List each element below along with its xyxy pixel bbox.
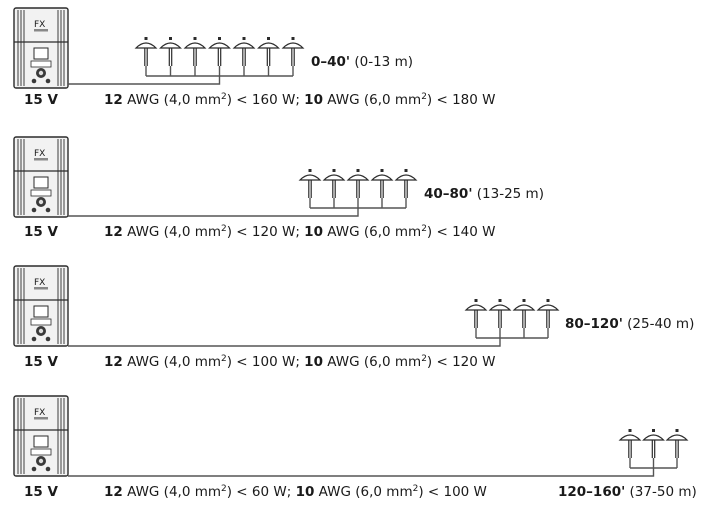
awg-10-limit: ) < 140 W <box>427 224 496 240</box>
superscript: 2 <box>421 354 427 364</box>
distance-feet: 120–160' <box>558 484 625 500</box>
path-light-icon <box>665 429 689 458</box>
transformer-icon: FX <box>13 265 69 347</box>
awg-12-text: AWG (4,0 mm <box>123 92 221 108</box>
awg-12-value: 12 <box>104 224 123 240</box>
voltage-label: 15 V <box>24 354 58 370</box>
path-light-icon <box>488 299 512 328</box>
fx-logo: FX <box>34 278 45 288</box>
awg-12-limit: ) < 100 W; <box>227 354 304 370</box>
path-light-icon <box>257 37 280 66</box>
voltage-label: 15 V <box>24 92 58 108</box>
superscript: 2 <box>221 92 227 102</box>
superscript: 2 <box>421 224 427 234</box>
superscript: 2 <box>221 354 227 364</box>
awg-10-limit: ) < 180 W <box>427 92 496 108</box>
path-light-icon <box>464 299 488 328</box>
distance-meters: (25-40 m) <box>623 316 695 332</box>
distance-meters: (37-50 m) <box>625 484 697 500</box>
transformer-icon: FX <box>13 395 69 477</box>
path-light-icon <box>298 169 322 198</box>
awg-10-text: AWG (6,0 mm <box>323 224 421 240</box>
distance-feet: 80–120' <box>565 316 623 332</box>
wire-gauge-text: 12 AWG (4,0 mm2) < 100 W; 10 AWG (6,0 mm… <box>104 354 496 370</box>
main-cable <box>68 76 221 85</box>
superscript: 2 <box>221 484 227 494</box>
main-cable <box>68 208 359 217</box>
distance-range-label: 80–120' (25-40 m) <box>565 316 694 332</box>
awg-12-value: 12 <box>104 92 123 108</box>
awg-10-value: 10 <box>304 354 323 370</box>
fx-logo: FX <box>34 149 45 159</box>
path-light-icon <box>183 37 207 66</box>
distance-range-label: 0–40' (0-13 m) <box>311 54 413 70</box>
distance-meters: (13-25 m) <box>472 186 544 202</box>
path-light-icon <box>281 37 305 66</box>
path-light-icon <box>322 169 346 198</box>
path-light-icon <box>512 299 536 328</box>
superscript: 2 <box>421 92 427 102</box>
voltage-label: 15 V <box>24 484 58 500</box>
awg-12-limit: ) < 60 W; <box>227 484 296 500</box>
wire-gauge-text: 12 AWG (4,0 mm2) < 120 W; 10 AWG (6,0 mm… <box>104 224 496 240</box>
path-light-icon <box>370 169 394 198</box>
awg-12-text: AWG (4,0 mm <box>123 224 221 240</box>
path-light-icon <box>618 429 642 458</box>
wire-gauge-text: 12 AWG (4,0 mm2) < 60 W; 10 AWG (6,0 mm2… <box>104 484 487 500</box>
awg-12-value: 12 <box>104 354 123 370</box>
awg-10-text: AWG (6,0 mm <box>323 354 421 370</box>
path-light-icon <box>134 37 158 66</box>
path-light-icon <box>642 429 665 458</box>
path-light-icon <box>208 37 231 66</box>
awg-10-limit: ) < 120 W <box>427 354 496 370</box>
awg-10-value: 10 <box>304 224 323 240</box>
main-cable <box>68 338 501 347</box>
awg-12-limit: ) < 120 W; <box>227 224 304 240</box>
distance-range-label: 120–160' (37-50 m) <box>558 484 697 500</box>
path-light-icon <box>394 169 418 198</box>
superscript: 2 <box>413 484 419 494</box>
path-light-icon <box>232 37 256 66</box>
awg-12-value: 12 <box>104 484 123 500</box>
awg-10-limit: ) < 100 W <box>418 484 487 500</box>
fx-logo: FX <box>34 408 45 418</box>
wire-gauge-text: 12 AWG (4,0 mm2) < 160 W; 10 AWG (6,0 mm… <box>104 92 496 108</box>
voltage-label: 15 V <box>24 224 58 240</box>
awg-12-text: AWG (4,0 mm <box>123 484 221 500</box>
awg-10-value: 10 <box>304 92 323 108</box>
distance-meters: (0-13 m) <box>350 54 413 70</box>
path-light-icon <box>536 299 560 328</box>
awg-12-limit: ) < 160 W; <box>227 92 304 108</box>
distance-range-label: 40–80' (13-25 m) <box>424 186 544 202</box>
path-light-icon <box>346 169 370 198</box>
main-cable <box>68 468 655 477</box>
awg-12-text: AWG (4,0 mm <box>123 354 221 370</box>
transformer-icon: FX <box>13 136 69 218</box>
awg-10-text: AWG (6,0 mm <box>314 484 412 500</box>
distance-feet: 0–40' <box>311 54 350 70</box>
transformer-icon: FX <box>13 7 69 89</box>
superscript: 2 <box>221 224 227 234</box>
fx-logo: FX <box>34 20 45 30</box>
path-light-icon <box>159 37 182 66</box>
distance-feet: 40–80' <box>424 186 472 202</box>
awg-10-value: 10 <box>296 484 315 500</box>
awg-10-text: AWG (6,0 mm <box>323 92 421 108</box>
